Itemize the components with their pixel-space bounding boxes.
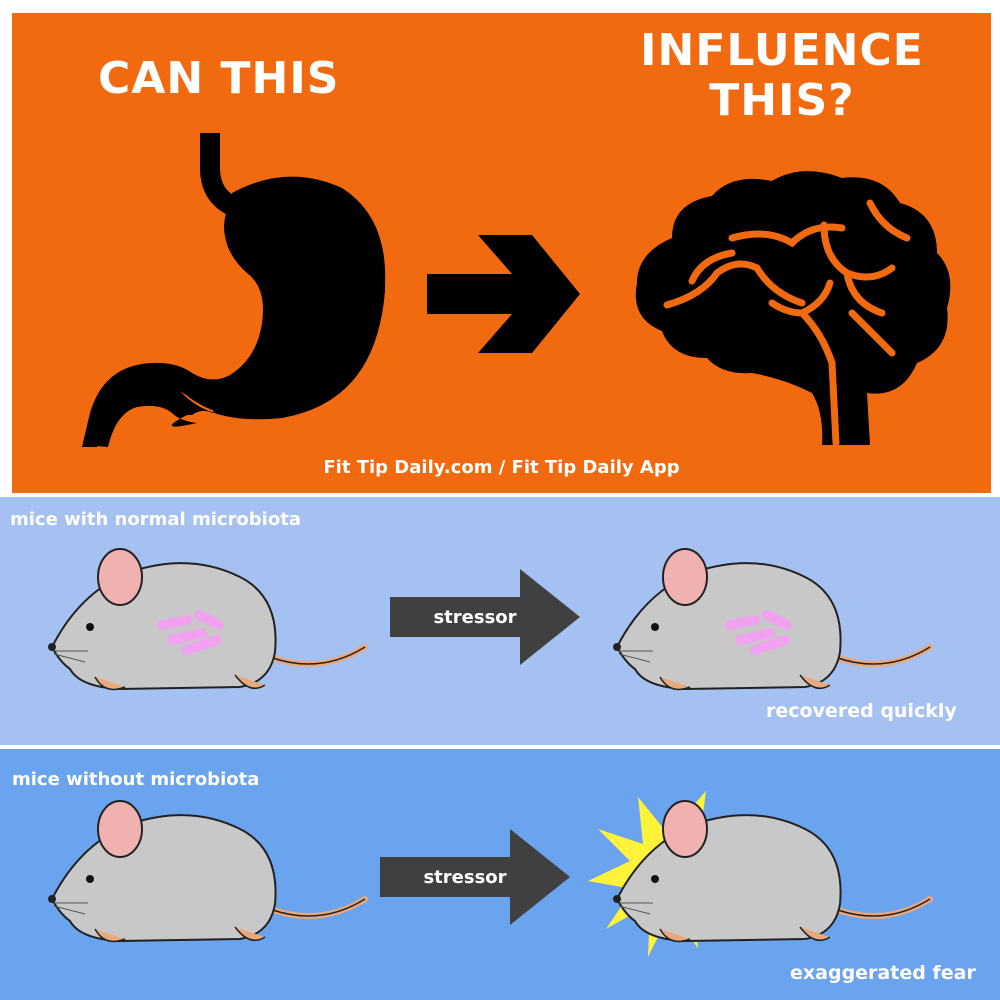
right-heading-line1: INFLUENCE [640,25,924,76]
stressor-arrow: stressor [380,829,580,929]
panel-normal-microbiota: mice with normal microbiota stressor [0,497,1000,745]
stressor-arrow: stressor [390,569,590,669]
outcome-label: recovered quickly [766,700,957,722]
microbiota-icon [157,610,224,655]
mouse-icon [48,800,368,943]
brain-icon [635,171,951,447]
hero-panel: CAN THIS INFLUENCE THIS? Fit Tip Daily.c… [12,13,991,493]
mouse-icon [48,548,368,691]
stomach-icon [82,133,386,448]
arrow-label: stressor [423,867,507,888]
right-heading-line2: THIS? [709,75,855,126]
panel-label: mice without microbiota [12,769,260,790]
panel-without-microbiota: mice without microbiota stressor exagger… [0,749,1000,1000]
right-arrow-icon [380,829,570,925]
right-heading: INFLUENCE THIS? [617,29,947,129]
arrow-label: stressor [433,607,517,628]
microbiota-icon [725,610,792,655]
panel-label: mice with normal microbiota [10,509,301,530]
right-arrow-icon [427,235,580,353]
left-heading: CAN THIS [98,53,340,104]
credit-text: Fit Tip Daily.com / Fit Tip Daily App [323,457,680,478]
mouse-icon [613,800,933,943]
right-arrow-icon [390,569,580,665]
outcome-label: exaggerated fear [790,962,976,984]
